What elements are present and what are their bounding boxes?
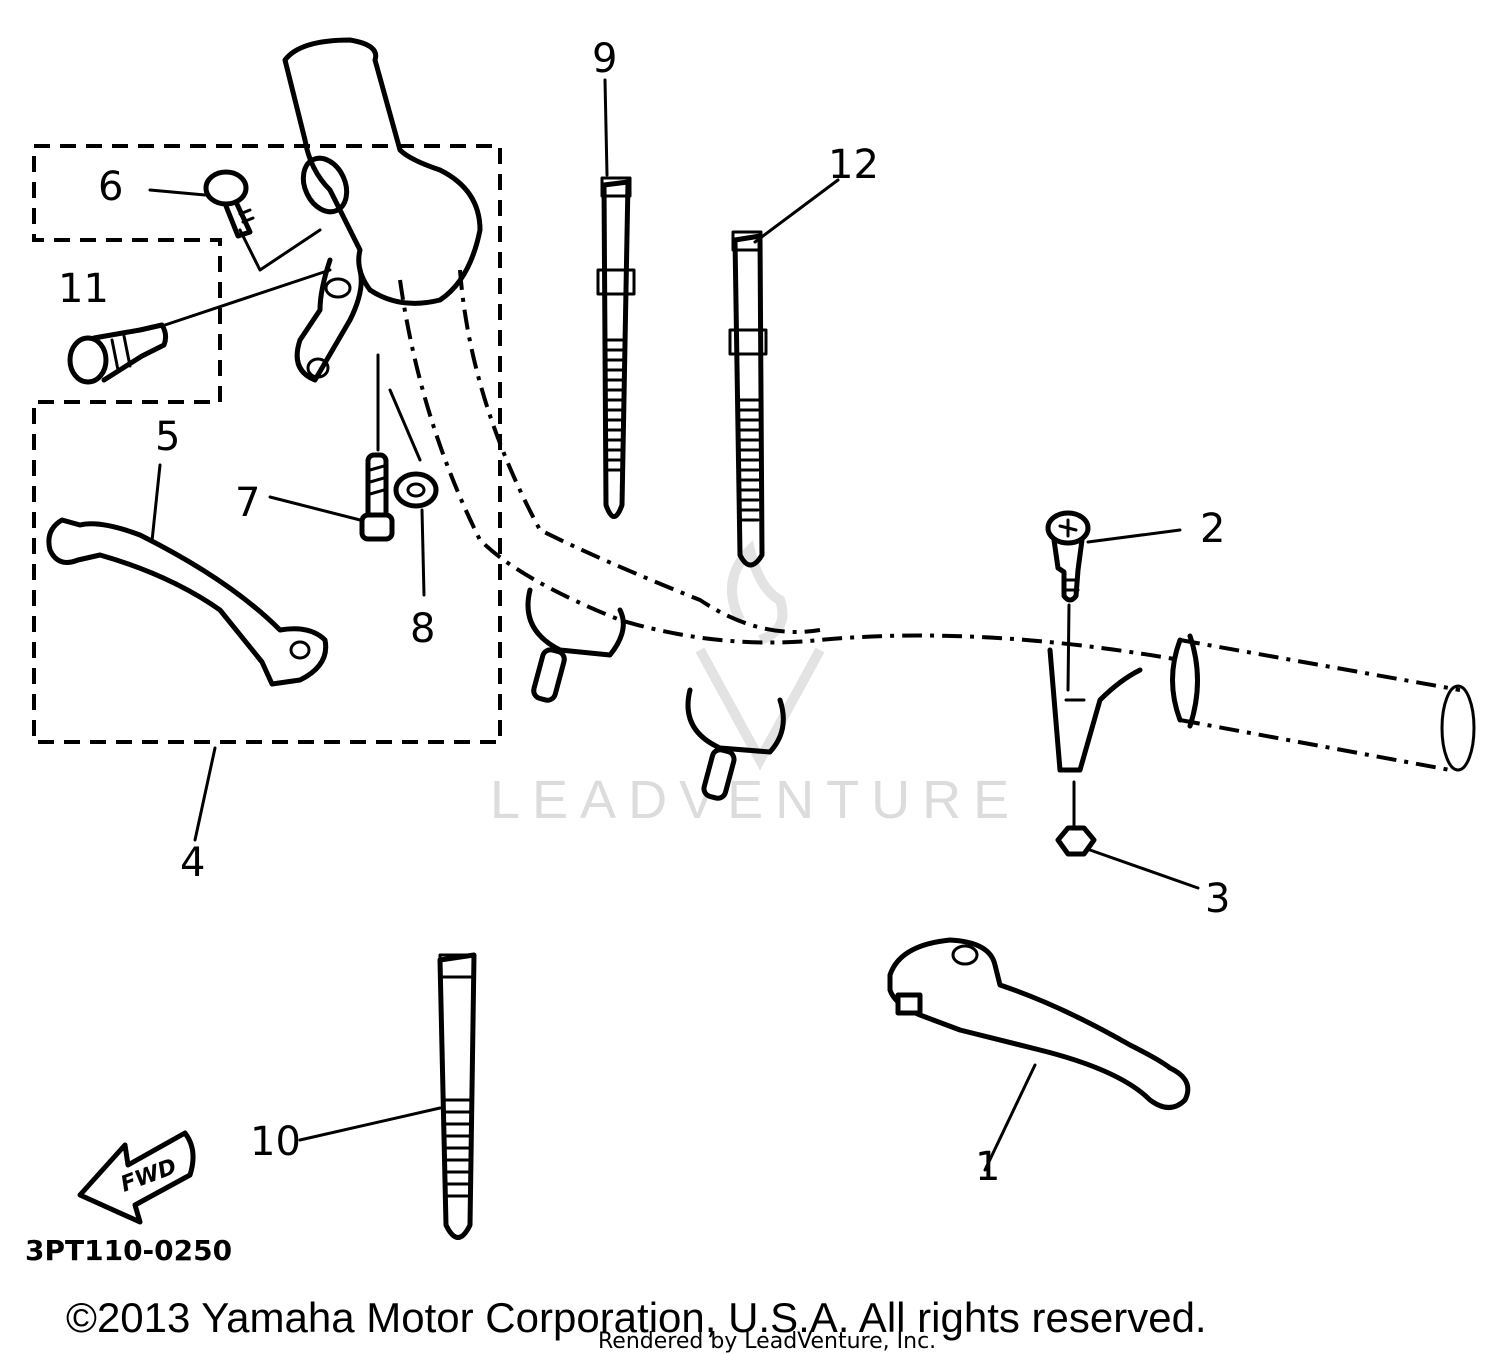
part-10-cable-tie [437,952,477,1240]
callout-labels: 1 2 3 4 5 6 7 8 9 10 11 12 [58,36,1230,1190]
diagram-code: 3PT110-0250 [25,1234,232,1267]
part-2-screw [1045,510,1091,603]
assembly-box-4 [32,144,502,744]
callout-4: 4 [180,840,205,886]
callout-12: 12 [828,142,879,188]
handlebar-outline [398,269,1476,801]
watermark-flame-icon [727,540,788,645]
callout-10: 10 [250,1119,301,1165]
callout-11: 11 [58,266,109,312]
callout-9: 9 [592,36,617,82]
part-9-cable-tie [596,176,636,519]
callout-7: 7 [235,480,260,526]
copyright-text: ©2013 Yamaha Motor Corporation, U.S.A. A… [66,1294,1207,1341]
callout-3: 3 [1205,876,1230,922]
rendered-by-text: Rendered by LeadVenture, Inc. [598,1329,936,1354]
part-7-bolt [359,452,395,542]
part-5-lever [46,517,329,687]
callout-1: 1 [975,1144,1000,1190]
callout-2: 2 [1200,506,1225,552]
callout-8: 8 [410,606,435,652]
part-1-lever [887,937,1191,1110]
part-11-adjuster-bolt [67,322,169,385]
leader-lines [148,78,1200,1172]
watermark: LEADVENTURE [490,540,1021,830]
watermark-text: LEADVENTURE [490,770,1021,830]
part-6-screw [203,169,255,239]
callout-5: 5 [155,414,180,460]
fwd-arrow-icon: FWD [77,1130,196,1225]
left-grip-perch [282,37,483,383]
watermark-logo-icon [695,647,825,771]
part-12-cable-tie [728,230,768,568]
callout-6: 6 [98,164,123,210]
part-8-nut [393,471,439,509]
part-3-nut [1055,825,1097,857]
